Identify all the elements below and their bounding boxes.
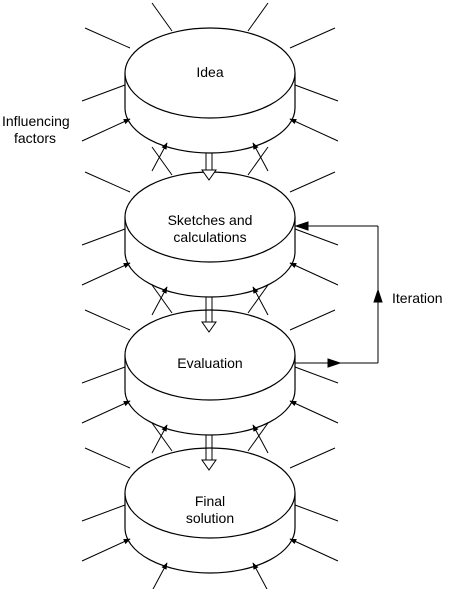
influence-arrow	[252, 286, 269, 316]
influence-arrow	[81, 118, 131, 142]
influence-line	[151, 146, 173, 176]
influence-arrow	[81, 538, 131, 562]
stage-label-sketches: Sketches and calculations	[110, 212, 310, 246]
stage-label-line: solution	[185, 510, 235, 526]
influence-line	[247, 146, 269, 176]
influence-arrow	[81, 400, 131, 424]
influencing-factors-line: Influencing	[2, 113, 70, 129]
stage-disk-sketches	[124, 171, 296, 298]
influence-line	[294, 504, 339, 522]
influence-line	[247, 422, 269, 452]
stage-label-final: Final solution	[110, 493, 310, 527]
influence-line	[81, 366, 126, 384]
influence-line	[294, 366, 339, 384]
influence-line	[294, 84, 339, 102]
stage-label-idea: Idea	[110, 64, 310, 81]
stage-disk-evaluation	[124, 309, 296, 436]
influence-arrow	[252, 424, 269, 454]
influencing-factors-label: Influencing factors	[2, 113, 70, 147]
stage-disk-idea	[124, 27, 296, 154]
stage-label-evaluation: Evaluation	[110, 355, 310, 372]
iteration-label: Iteration	[392, 290, 443, 306]
flow-arrow-3	[201, 435, 217, 471]
stage-label-line: Idea	[196, 64, 224, 80]
influence-line	[81, 504, 126, 522]
influence-line	[81, 228, 126, 246]
influence-line	[289, 447, 336, 469]
stage-disk-final	[124, 447, 296, 574]
influence-line	[151, 422, 173, 452]
influence-arrow	[151, 286, 168, 316]
influence-line	[84, 171, 131, 193]
influence-line	[151, 284, 173, 314]
influence-arrow	[289, 400, 339, 424]
stage-label-line: Sketches and	[167, 212, 253, 228]
influence-line	[294, 228, 339, 246]
stage-label-line: Final	[194, 493, 226, 509]
influence-line	[151, 2, 173, 32]
influence-arrow	[81, 262, 131, 286]
influence-arrow	[252, 562, 268, 589]
influence-line	[84, 309, 131, 331]
stage-label-line: Evaluation	[177, 355, 243, 371]
influence-line	[289, 171, 336, 193]
iteration-loop	[294, 221, 383, 368]
influencing-factors-line: factors	[14, 130, 57, 146]
influence-line	[81, 84, 126, 102]
influence-line	[289, 27, 336, 49]
influencing-factor-lines	[81, 2, 339, 589]
influence-line	[289, 309, 336, 331]
influence-arrow	[289, 538, 339, 562]
influence-line	[84, 27, 131, 49]
influence-arrow	[289, 118, 339, 142]
influence-arrow	[152, 562, 168, 589]
influence-arrow	[151, 424, 168, 454]
influence-line	[247, 284, 269, 314]
flow-arrow-2	[201, 297, 217, 333]
influence-line	[247, 2, 269, 32]
influence-arrow	[289, 262, 339, 286]
influence-line	[84, 447, 131, 469]
stage-label-line: calculations	[173, 229, 247, 245]
flow-arrow-1	[201, 153, 217, 181]
